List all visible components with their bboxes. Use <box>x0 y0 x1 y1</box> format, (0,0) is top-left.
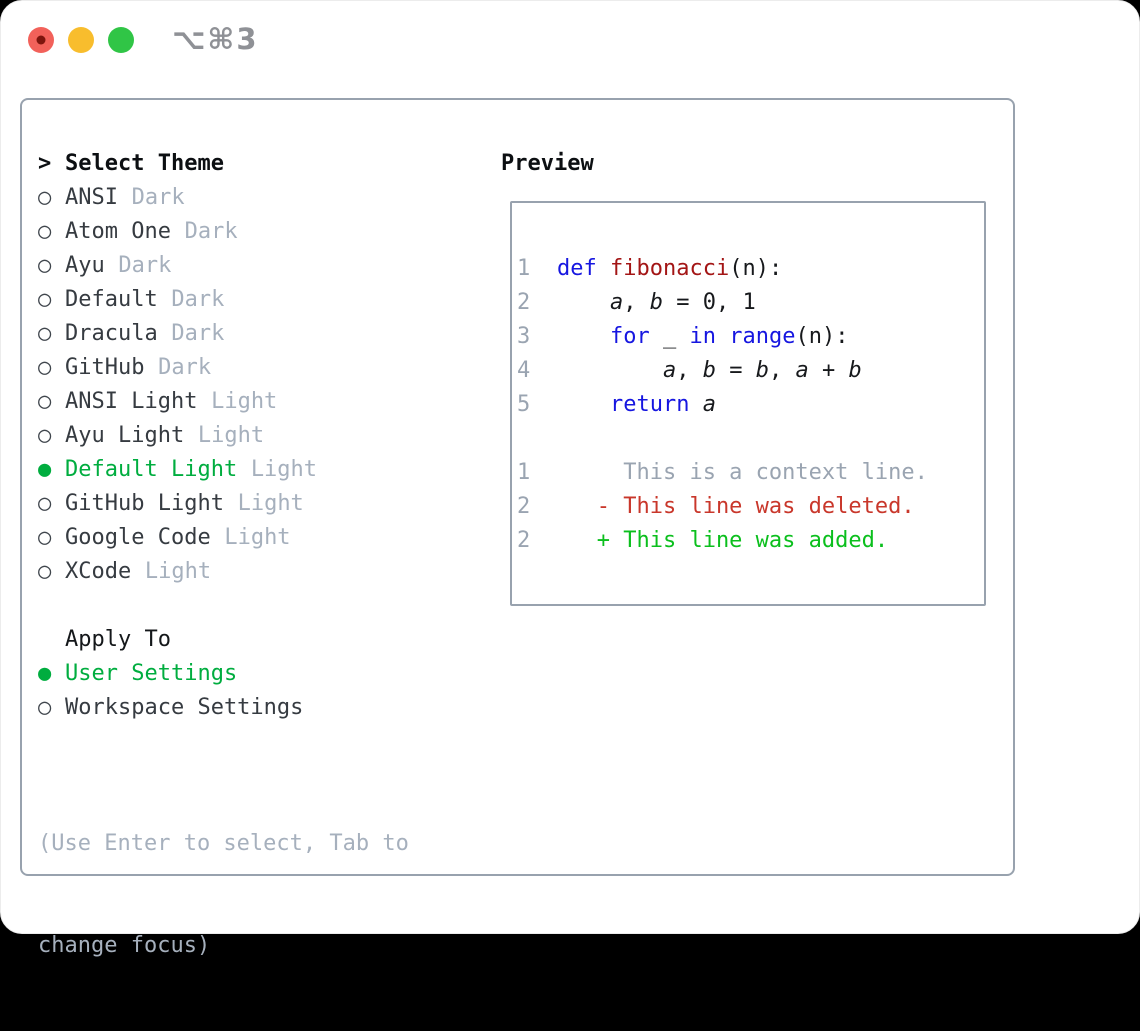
hint-line-1: (Use Enter to select, Tab to <box>38 831 409 856</box>
theme-variant-badge: Dark <box>118 253 172 278</box>
theme-option-default-dark[interactable]: ○ Default Dark <box>38 283 409 317</box>
radio-off-icon: ○ <box>38 253 52 278</box>
theme-variant-badge: Dark <box>184 219 238 244</box>
radio-off-icon: ○ <box>38 185 52 210</box>
diff-line-added: 2 + This line was added. <box>517 524 984 558</box>
zoom-button[interactable] <box>108 27 134 53</box>
theme-variant-badge: Light <box>250 457 318 482</box>
close-button[interactable] <box>28 27 54 53</box>
theme-option-dracula-dark[interactable]: ○ Dracula Dark <box>38 317 409 351</box>
radio-off-icon: ○ <box>38 695 52 720</box>
line-number: 5 <box>517 392 531 417</box>
radio-off-icon: ○ <box>38 559 52 584</box>
diff-line-context: 1 This is a context line. <box>517 456 984 490</box>
theme-option-ansi-light[interactable]: ○ ANSI Light Light <box>38 385 409 419</box>
theme-option-xcode-light[interactable]: ○ XCode Light <box>38 555 409 589</box>
radio-off-icon: ○ <box>38 355 52 380</box>
apply-to-heading-label: Apply To <box>65 627 171 652</box>
theme-variant-badge: Light <box>211 389 278 414</box>
code-line: 2 a, b = 0, 1 <box>517 286 984 320</box>
radio-off-icon: ○ <box>38 219 52 244</box>
radio-off-icon: ○ <box>38 287 52 312</box>
code-line: 3 for _ in range(n): <box>517 320 984 354</box>
line-number: 2 <box>517 494 531 519</box>
radio-on-icon: ● <box>38 661 52 686</box>
theme-variant-badge: Light <box>224 525 291 550</box>
spacer <box>38 589 409 623</box>
line-number: 2 <box>517 528 531 553</box>
hint-text: (Use Enter to select, Tab to change focu… <box>38 759 409 1031</box>
line-number: 2 <box>517 290 531 315</box>
apply-to-heading: Apply To <box>38 623 409 657</box>
theme-variant-badge: Light <box>237 491 304 516</box>
radio-off-icon: ○ <box>38 525 52 550</box>
theme-option-ansi-dark[interactable]: ○ ANSI Dark <box>38 181 409 215</box>
radio-off-icon: ○ <box>38 491 52 516</box>
spacer <box>517 422 984 456</box>
theme-option-default-light[interactable]: ● Default Light Light <box>38 453 409 487</box>
apply-option-user-settings[interactable]: ● User Settings <box>38 657 409 691</box>
code-line: 1 def fibonacci(n): <box>517 252 984 286</box>
code-line: 5 return a <box>517 388 984 422</box>
theme-option-atom-one-dark[interactable]: ○ Atom One Dark <box>38 215 409 249</box>
line-number: 1 <box>517 460 531 485</box>
radio-off-icon: ○ <box>38 423 52 448</box>
select-theme-heading-label: Select Theme <box>65 151 224 176</box>
theme-picker-panel: > Select Theme ○ ANSI Dark ○ Atom One Da… <box>20 98 1015 958</box>
window-shortcut-label: ⌥⌘3 <box>172 22 259 56</box>
theme-option-github-dark[interactable]: ○ GitHub Dark <box>38 351 409 385</box>
theme-variant-badge: Light <box>144 559 212 584</box>
theme-variant-badge: Dark <box>158 355 212 380</box>
line-number: 4 <box>517 358 531 383</box>
app-window: ⌥⌘3 > Select Theme ○ ANSI Dark ○ Atom On… <box>0 0 1140 958</box>
preview-heading: Preview <box>501 151 594 176</box>
theme-list: > Select Theme ○ ANSI Dark ○ Atom One Da… <box>38 147 409 1031</box>
line-number: 3 <box>517 324 531 349</box>
theme-variant-badge: Light <box>197 423 265 448</box>
radio-off-icon: ○ <box>38 321 52 346</box>
theme-option-google-code-light[interactable]: ○ Google Code Light <box>38 521 409 555</box>
radio-on-icon: ● <box>38 457 52 482</box>
traffic-lights <box>28 27 134 53</box>
theme-option-ayu-dark[interactable]: ○ Ayu Dark <box>38 249 409 283</box>
theme-option-github-light[interactable]: ○ GitHub Light Light <box>38 487 409 521</box>
hint-line-2: change focus) <box>38 933 211 958</box>
line-number: 1 <box>517 256 531 281</box>
close-dot-icon <box>36 35 46 45</box>
theme-variant-badge: Dark <box>171 287 225 312</box>
preview-pane: 1 def fibonacci(n): 2 a, b = 0, 1 3 for … <box>510 201 986 606</box>
radio-off-icon: ○ <box>38 389 52 414</box>
code-line: 4 a, b = b, a + b <box>517 354 984 388</box>
theme-variant-badge: Dark <box>131 185 185 210</box>
select-theme-heading: > Select Theme <box>38 147 409 181</box>
theme-option-ayu-light[interactable]: ○ Ayu Light Light <box>38 419 409 453</box>
apply-option-workspace-settings[interactable]: ○ Workspace Settings <box>38 691 409 725</box>
spacer <box>38 725 409 759</box>
minimize-button[interactable] <box>68 27 94 53</box>
theme-variant-badge: Dark <box>171 321 225 346</box>
diff-line-deleted: 2 - This line was deleted. <box>517 490 984 524</box>
focus-caret-icon: > <box>38 151 52 176</box>
